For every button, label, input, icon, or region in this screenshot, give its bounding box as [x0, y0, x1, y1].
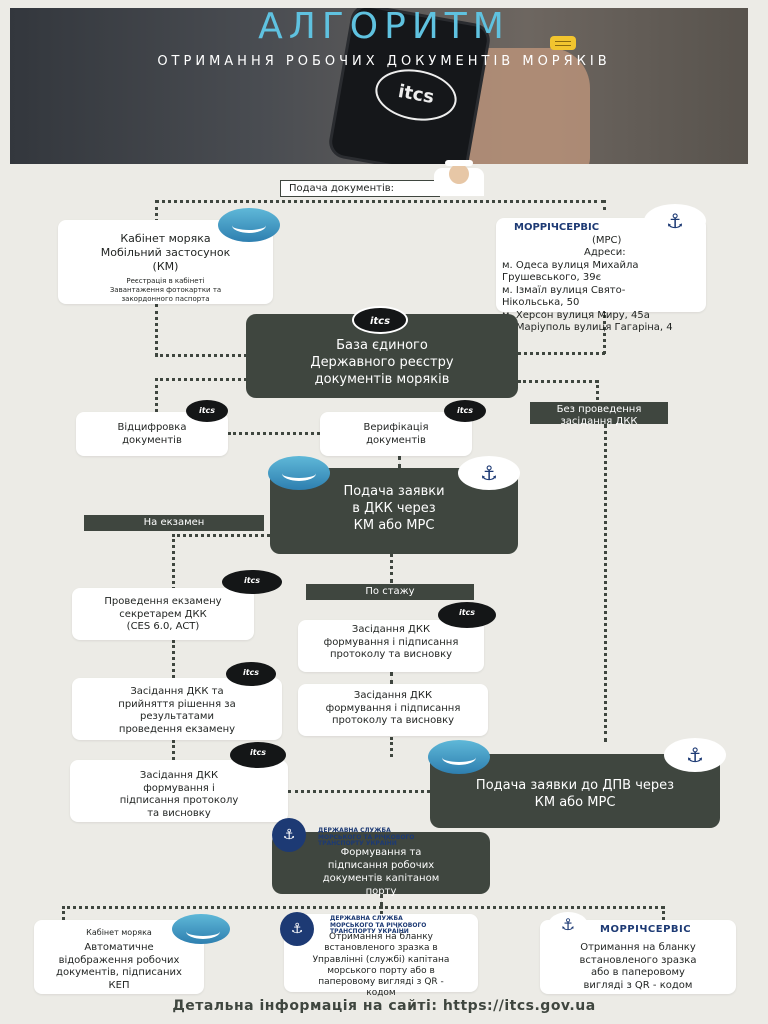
- connector: [398, 456, 401, 468]
- dkk-exam-protocol-card: Засідання ДКК формування і підписання пр…: [70, 760, 288, 822]
- connector: [155, 378, 247, 381]
- dkk-exam-decision-label: Засідання ДКК та прийняття рішення за ре…: [118, 686, 236, 735]
- mrs-brand: МОРРІЧСЕРВІС: [514, 222, 600, 233]
- itcs-logo: itcs: [186, 400, 228, 422]
- connector: [603, 310, 606, 354]
- connector: [390, 553, 393, 583]
- formation-label: Формування та підписання робочих докумен…: [322, 847, 440, 897]
- connector: [380, 894, 383, 906]
- header-banner: itcs: [10, 8, 748, 164]
- result-port-card: Отримання на бланку встановленого зразка…: [284, 914, 478, 998]
- km-wave-icon: [218, 208, 280, 242]
- apply-dpv-label: Подача заявки до ДПВ через КМ або МРС: [475, 778, 675, 810]
- km-card-title: Кабінет моряка Мобільний застосунок (КМ): [100, 232, 231, 273]
- digitize-label: Відцифровка документів: [117, 422, 187, 446]
- exam-label: Проведення екзамену секретарем ДКК (CES …: [104, 596, 222, 632]
- km-wave-icon: [428, 740, 490, 774]
- anchor-icon: ⚓: [644, 204, 706, 238]
- dkk-stage-label-1: Засідання ДКК формування і підписання пр…: [323, 624, 459, 660]
- submit-documents-label: Подача документів:: [280, 180, 440, 197]
- no-dkk-tag: Без проведення засідання ДКК: [530, 402, 668, 427]
- exam-tag: На екзамен: [84, 515, 264, 531]
- dkk-stage-label-2: Засідання ДКК формування і підписання пр…: [325, 690, 461, 726]
- itcs-logo: itcs: [438, 602, 496, 628]
- result-km-caption: Кабінет моряка: [86, 928, 152, 937]
- connector: [380, 906, 383, 920]
- dsmr-caption: ДЕРЖАВНА СЛУЖБА МОРСЬКОГО ТА РІЧКОВОГО Т…: [330, 915, 427, 936]
- dsmr-anchor-icon: ⚓: [280, 912, 314, 946]
- connector: [62, 906, 664, 909]
- mrs-addresses: м. Одеса вулиця Михайла Грушевського, 39…: [502, 259, 673, 334]
- itcs-logo: itcs: [352, 306, 408, 334]
- page-title: АЛГОРИТМ: [258, 6, 510, 47]
- dsmr-caption: ДЕРЖАВНА СЛУЖБА МОРСЬКОГО ТА РІЧКОВОГО Т…: [318, 827, 415, 848]
- itcs-logo: itcs: [230, 742, 286, 768]
- dkk-stage-card-1: Засідання ДКК формування і підписання пр…: [298, 620, 484, 672]
- page-subtitle: ОТРИМАННЯ РОБОЧИХ ДОКУМЕНТІВ МОРЯКІВ: [157, 54, 611, 69]
- footer-info: Детальна інформація на сайті: https://it…: [172, 998, 596, 1014]
- connector: [228, 432, 320, 435]
- dkk-stage-card-2: Засідання ДКК формування і підписання пр…: [298, 684, 488, 736]
- anchor-icon: ⚓: [664, 738, 726, 772]
- itcs-logo: itcs: [222, 570, 282, 594]
- dkk-exam-protocol-label: Засідання ДКК формування і підписання пр…: [119, 770, 239, 819]
- result-port-label: Отримання на бланку встановленого зразка…: [312, 932, 450, 999]
- itcs-logo: itcs: [444, 400, 486, 422]
- verify-label: Верифікація документів: [363, 422, 429, 446]
- connector: [155, 354, 247, 357]
- connector: [172, 534, 175, 590]
- dsmr-anchor-icon: ⚓: [272, 818, 306, 852]
- stage-tag-label: По стажу: [365, 586, 415, 597]
- verify-card: Верифікація документів: [320, 412, 472, 456]
- connector: [390, 672, 393, 684]
- registry-label: База єдиного Державного реєстру документ…: [310, 338, 454, 387]
- apply-dkk-label: Подача заявки в ДКК через КМ або МРС: [343, 484, 445, 533]
- stage-tag: По стажу: [306, 584, 474, 600]
- connector: [288, 790, 430, 793]
- dkk-exam-decision-card: Засідання ДКК та прийняття рішення за ре…: [72, 678, 282, 740]
- km-wave-icon: [172, 914, 230, 944]
- connector: [603, 200, 606, 210]
- result-mrs-label: Отримання на бланку встановленого зразка…: [579, 942, 697, 991]
- connector: [62, 906, 65, 920]
- connector: [604, 424, 607, 742]
- connector: [155, 200, 158, 222]
- connector: [155, 378, 158, 412]
- connector: [155, 304, 158, 356]
- formation-box: Формування та підписання робочих докумен…: [272, 832, 490, 897]
- connector: [518, 352, 605, 355]
- chat-icon: [550, 36, 576, 50]
- mrs-abbr: (МРС): [592, 234, 622, 246]
- result-mrs-brand: МОРРІЧСЕРВІС: [600, 924, 692, 935]
- connector: [518, 380, 598, 383]
- connector: [172, 640, 175, 678]
- connector: [155, 200, 605, 203]
- exam-card: Проведення екзамену секретарем ДКК (CES …: [72, 588, 254, 640]
- connector: [662, 906, 665, 920]
- exam-tag-label: На екзамен: [143, 517, 205, 528]
- no-dkk-label: Без проведення засідання ДКК: [556, 404, 642, 427]
- km-card-note: Реєстрація в кабінеті Завантаження фоток…: [109, 277, 222, 303]
- mrs-addresses-title: Адреси:: [584, 247, 626, 258]
- connector: [596, 380, 599, 400]
- result-km-label: Автоматичне відображення робочих докумен…: [56, 942, 182, 991]
- itcs-logo: itcs: [226, 662, 276, 686]
- km-wave-icon: [268, 456, 330, 490]
- anchor-icon: ⚓: [548, 912, 588, 938]
- connector: [390, 737, 393, 757]
- anchor-icon: ⚓: [458, 456, 520, 490]
- connector: [172, 534, 270, 537]
- sailor-icon: [434, 160, 484, 196]
- connector: [172, 740, 175, 760]
